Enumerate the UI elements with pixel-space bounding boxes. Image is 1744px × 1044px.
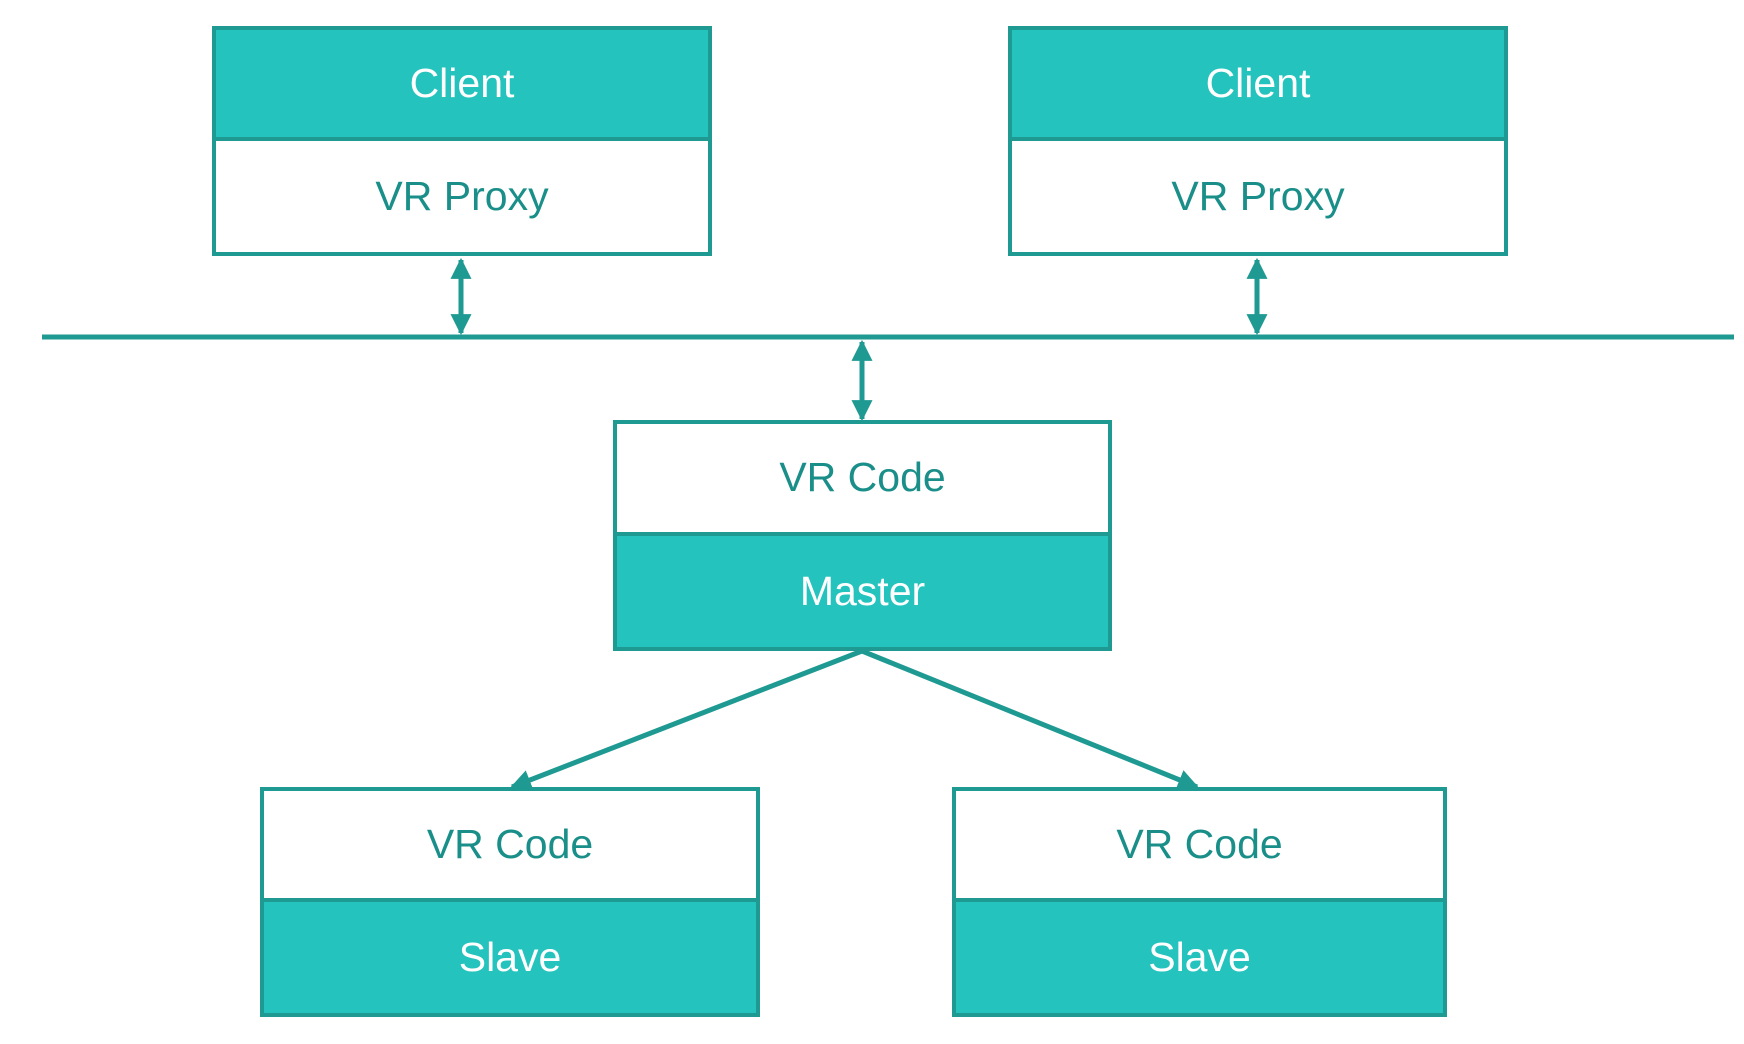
vr-proxy-label: VR Proxy — [1012, 141, 1504, 252]
master-label: Master — [617, 535, 1108, 647]
slave-label: Slave — [956, 902, 1443, 1013]
master-slave-right-arrow — [861, 648, 1199, 790]
vr-code-label: VR Code — [264, 791, 756, 902]
client-left-node: Client VR Proxy — [212, 26, 712, 256]
slave-label: Slave — [264, 902, 756, 1013]
vr-code-label: VR Code — [956, 791, 1443, 902]
client-label: Client — [216, 30, 708, 141]
client-right-node: Client VR Proxy — [1008, 26, 1508, 256]
slave-left-node: VR Code Slave — [260, 787, 760, 1017]
client-label: Client — [1012, 30, 1504, 141]
slave-right-node: VR Code Slave — [952, 787, 1447, 1017]
vr-code-label: VR Code — [617, 424, 1108, 536]
master-slave-left-arrow — [510, 648, 863, 790]
vr-proxy-label: VR Proxy — [216, 141, 708, 252]
master-node: VR Code Master — [613, 420, 1112, 651]
